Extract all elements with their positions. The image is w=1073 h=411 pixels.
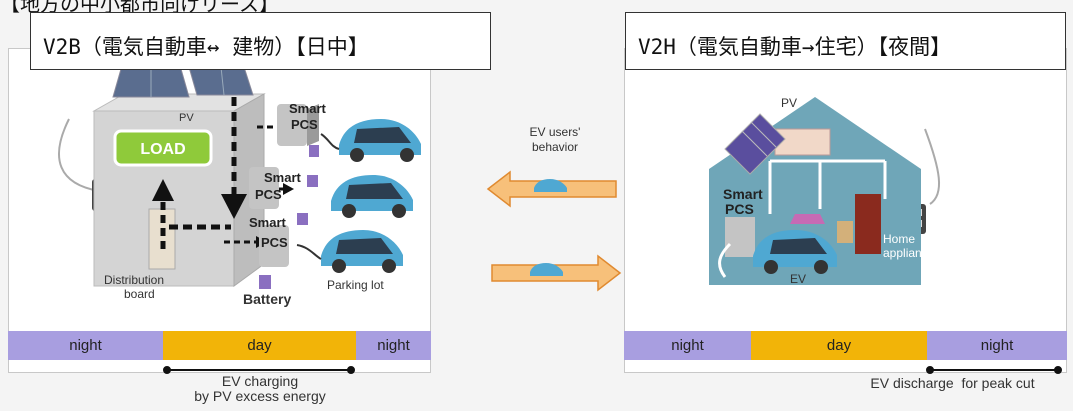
fridge-icon — [855, 194, 881, 254]
home-label: Home — [883, 232, 915, 246]
smart-pcs-2: Smart PCS — [249, 167, 318, 209]
ev-users-behavior-label: EV users' behavior — [500, 125, 610, 155]
left-bar-day: day — [163, 331, 356, 360]
ev-car-2 — [331, 175, 413, 218]
v2b-title: V2B（電気自動車↔ 建物）【日中】 — [30, 12, 491, 70]
smart-label-3: Smart — [249, 215, 287, 230]
left-bar-night-2: night — [356, 331, 431, 360]
ev-car-1 — [320, 119, 421, 162]
wiring — [768, 159, 887, 214]
smart-label-1: Smart — [289, 101, 327, 116]
v2b-time-bar: night day night — [8, 331, 431, 360]
behavior-arrows — [486, 170, 622, 292]
cable-right — [924, 128, 941, 205]
cable-left — [58, 118, 100, 192]
solar-panel-icon — [112, 66, 254, 98]
v2b-illustration: PV LOAD Distribution board Smart — [58, 66, 421, 307]
ev-users-label-2: behavior — [531, 140, 579, 154]
load-label: LOAD — [140, 141, 185, 158]
v2h-time-bar: night day night — [624, 331, 1067, 360]
v2h-illustration: PV Smart PCS EV Home appliances — [709, 96, 941, 286]
smart-pcs-3: Smart PCS — [249, 213, 308, 267]
smart-label-2: Smart — [264, 170, 302, 185]
v2b-caption-line1: EV charging — [221, 373, 299, 389]
battery-icon — [259, 275, 271, 289]
v2b-panel: PV LOAD Distribution board Smart — [8, 48, 431, 373]
ceiling-light-icon — [790, 214, 825, 224]
right-span-marker — [926, 366, 1062, 374]
appliance-icon — [837, 221, 853, 243]
pcs-label-3: PCS — [261, 235, 288, 250]
distribution-label-2: board — [124, 287, 155, 301]
ev-car-right — [753, 230, 837, 274]
v2h-title: V2H（電気自動車→住宅）【夜間】 — [625, 12, 1066, 70]
timeline-markers — [163, 366, 1062, 374]
left-span-marker — [163, 366, 355, 374]
pcs-label-2: PCS — [255, 187, 282, 202]
pcs-label-1: PCS — [291, 117, 318, 132]
right-bar-night-2: night — [927, 331, 1067, 360]
ev-car-3 — [296, 230, 403, 273]
battery-label: Battery — [243, 291, 291, 307]
v2h-caption: EV discharge for peak cut — [870, 375, 1035, 391]
solar-panel-icon-right — [724, 113, 786, 175]
appliances-label: appliances — [883, 246, 940, 260]
pv-label: PV — [179, 112, 194, 124]
smart-pcs-1: Smart PCS — [277, 101, 327, 157]
pv-label-right: PV — [781, 96, 797, 110]
arrow-to-left — [486, 170, 617, 208]
right-bar-night-1: night — [624, 331, 751, 360]
distribution-label-1: Distribution — [104, 273, 164, 287]
ev-label-right: EV — [790, 272, 806, 286]
load-box — [113, 129, 213, 167]
v2h-panel: PV Smart PCS EV Home appliances — [624, 48, 1067, 373]
battery-cube-2 — [307, 175, 318, 187]
parking-lot-label: Parking lot — [327, 278, 384, 292]
pcs-label-right: PCS — [725, 201, 754, 217]
ev-users-label-1: EV users' — [529, 125, 581, 139]
left-bar-night-1: night — [8, 331, 163, 360]
right-bar-day: day — [751, 331, 927, 360]
smart-pcs-right-unit — [725, 217, 755, 257]
battery-cube-1 — [309, 145, 319, 157]
battery-cube-3 — [297, 213, 308, 225]
v2b-caption: EV charging by PV excess energy — [150, 374, 370, 404]
charging-cable — [718, 242, 732, 278]
v2b-caption-line2: by PV excess energy — [194, 388, 326, 404]
smart-label-right: Smart — [723, 186, 763, 202]
arrow-to-right — [491, 254, 622, 292]
